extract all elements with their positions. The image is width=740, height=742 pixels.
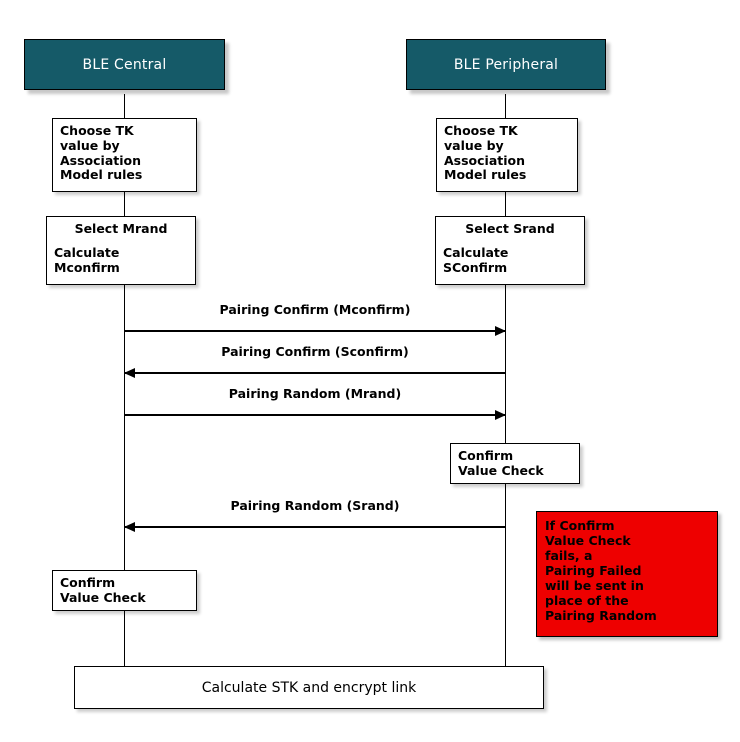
actor-header-central[interactable]: BLE Central: [24, 39, 225, 90]
message-pairing-confirm-sconfirm[interactable]: Pairing Confirm (Sconfirm): [124, 344, 505, 378]
message-shaft: [125, 330, 505, 332]
activity-central-confirm-value-check[interactable]: Confirm Value Check: [52, 570, 197, 611]
note-line: will be sent in: [545, 578, 644, 593]
lifeline-central: [124, 94, 125, 666]
message-pairing-confirm-mconfirm[interactable]: Pairing Confirm (Mconfirm): [125, 302, 506, 336]
activity-line: Confirm: [458, 448, 514, 463]
activity-central-select-mrand[interactable]: Select Mrand Calculate Mconfirm: [46, 216, 196, 285]
message-shaft: [125, 526, 505, 528]
activity-line: Value Check: [60, 589, 146, 605]
activity-line: value by: [60, 137, 120, 153]
arrowhead-left-icon: [124, 522, 135, 532]
actor-header-peripheral-label: BLE Peripheral: [453, 56, 559, 73]
message-label: Pairing Random (Mrand): [228, 386, 402, 401]
message-label: Pairing Confirm (Sconfirm): [221, 344, 409, 359]
message-pairing-random-mrand[interactable]: Pairing Random (Mrand): [125, 386, 506, 420]
arrowhead-right-icon: [495, 326, 506, 336]
message-shaft: [125, 372, 505, 374]
activity-peripheral-select-srand[interactable]: Select Srand Calculate SConfirm: [435, 216, 585, 285]
activity-line: Calculate: [443, 244, 509, 260]
activity-heading: Select Mrand: [74, 221, 168, 236]
arrowhead-right-icon: [495, 410, 506, 420]
message-shaft: [125, 414, 505, 416]
activity-peripheral-choose-tk[interactable]: Choose TK value by Association Model rul…: [436, 118, 578, 192]
activity-peripheral-confirm-value-check[interactable]: Confirm Value Check: [450, 443, 580, 484]
activity-line: value by: [444, 137, 504, 153]
activity-heading: Select Srand: [465, 221, 555, 236]
activity-line: Confirm: [60, 575, 116, 590]
activity-line: Mconfirm: [54, 259, 120, 275]
activity-line: Choose TK: [444, 123, 518, 138]
message-label: Pairing Confirm (Mconfirm): [219, 302, 411, 317]
note-line: If Confirm: [545, 518, 615, 533]
actor-header-peripheral[interactable]: BLE Peripheral: [406, 39, 606, 90]
activity-central-choose-tk[interactable]: Choose TK value by Association Model rul…: [52, 118, 197, 192]
activity-line: Association: [444, 152, 526, 168]
message-pairing-random-srand[interactable]: Pairing Random (Srand): [124, 498, 505, 532]
activity-line: Choose TK: [60, 123, 134, 138]
activity-line: Model rules: [444, 167, 527, 183]
note-line: place of the: [545, 593, 629, 608]
activity-line: Value Check: [458, 462, 544, 478]
activity-line: SConfirm: [443, 259, 508, 275]
activity-calculate-stk-label: Calculate STK and encrypt link: [201, 679, 417, 696]
activity-line: Calculate: [54, 244, 120, 260]
note-line: Value Check: [545, 533, 631, 548]
note-line: Pairing Random: [545, 608, 657, 623]
lifeline-peripheral: [505, 94, 506, 666]
activity-line: Association: [60, 152, 142, 168]
message-label: Pairing Random (Srand): [230, 498, 400, 513]
note-line: fails, a: [545, 548, 593, 563]
note-pairing-failed[interactable]: If Confirm Value Check fails, a Pairing …: [536, 511, 718, 637]
activity-line: Model rules: [60, 167, 143, 183]
note-line: Pairing Failed: [545, 563, 642, 578]
activity-calculate-stk[interactable]: Calculate STK and encrypt link: [74, 666, 544, 709]
arrowhead-left-icon: [124, 368, 135, 378]
actor-header-central-label: BLE Central: [82, 56, 167, 73]
